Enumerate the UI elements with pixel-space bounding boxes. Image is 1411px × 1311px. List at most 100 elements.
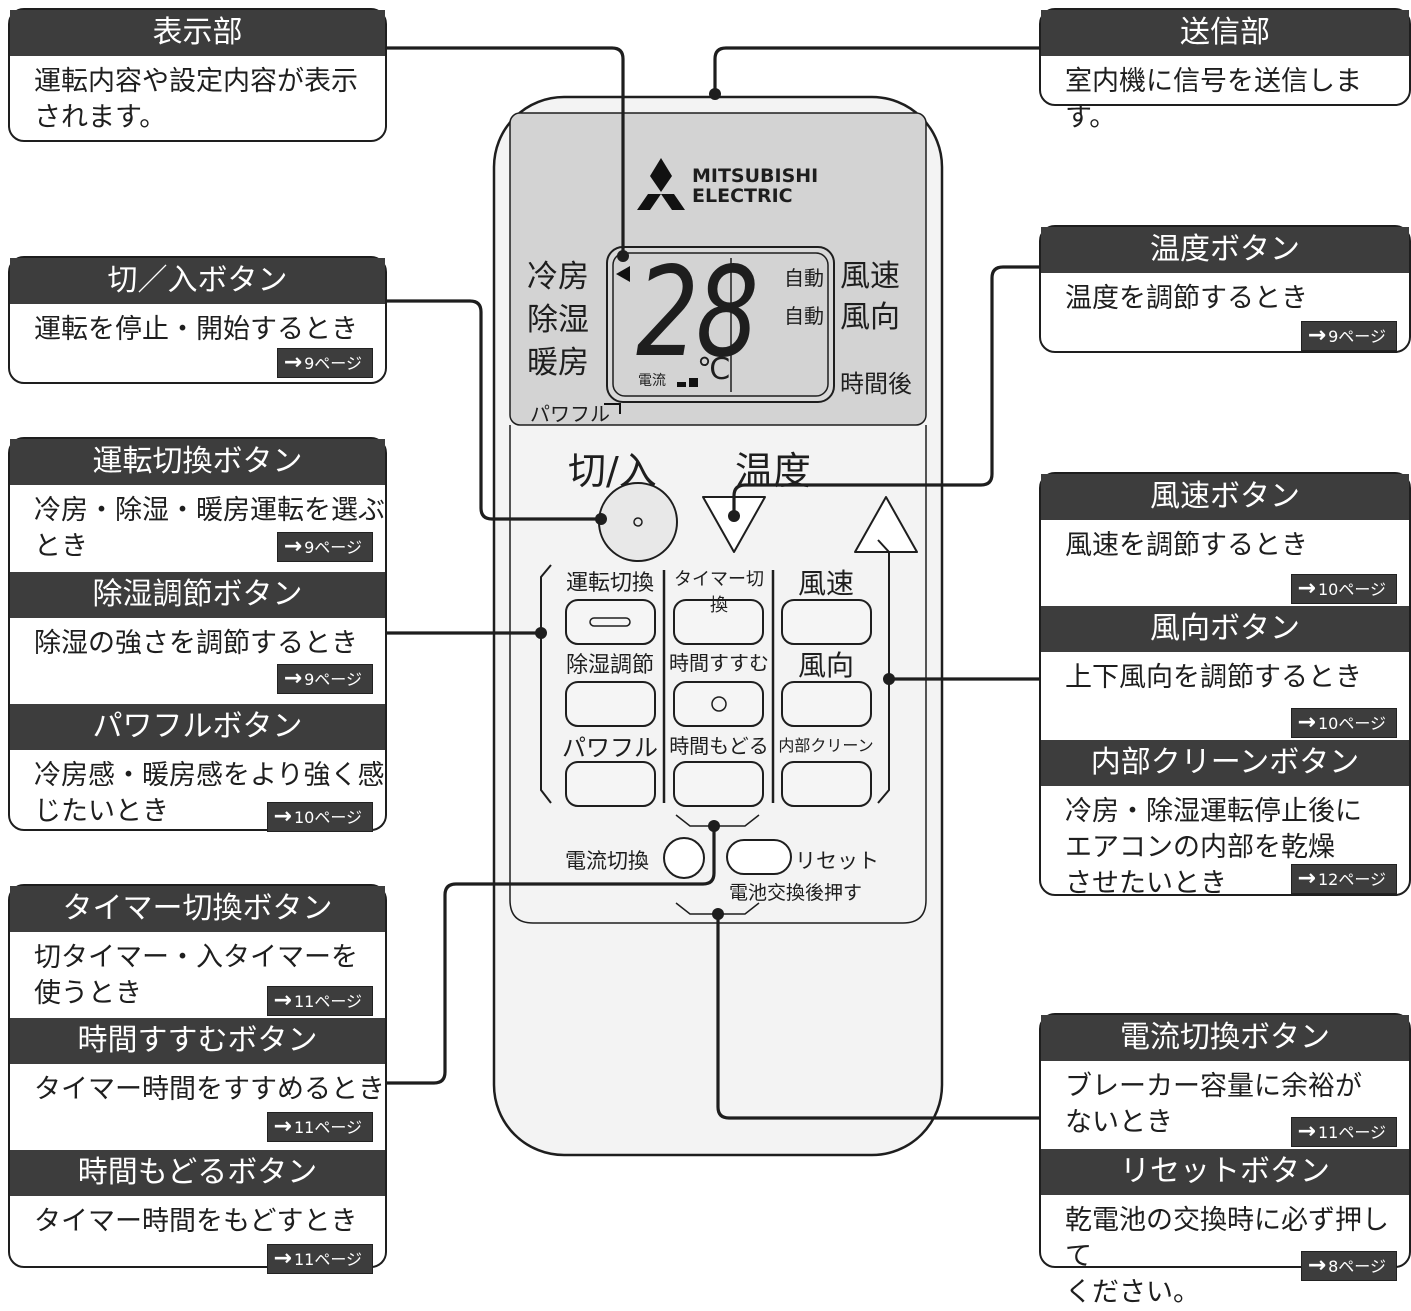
button-label: 内部クリーン bbox=[778, 736, 874, 755]
ondo-label: 温度 bbox=[735, 449, 812, 493]
page-ref-link[interactable]: 9ページ bbox=[276, 348, 373, 378]
callout-group-left-2: タイマー切換ボタン 切タイマー・入タイマーを 使うとき11ページ 時間すすむボタ… bbox=[8, 884, 387, 1274]
page-ref-link[interactable]: 11ページ bbox=[266, 1244, 373, 1274]
lcd-screen bbox=[612, 252, 829, 397]
page-ref-link[interactable]: 11ページ bbox=[1290, 1117, 1397, 1147]
button-label: 風向 bbox=[797, 649, 854, 682]
button-label: パワフル bbox=[562, 734, 658, 762]
callout-title: リセットボタン bbox=[1041, 1149, 1409, 1195]
callout-desc: 温度を調節するとき bbox=[1065, 283, 1308, 314]
page-ref-link[interactable]: 10ページ bbox=[1290, 708, 1397, 738]
jikan-modoru-button[interactable] bbox=[673, 761, 764, 807]
callout-desc: 風速を調節するとき bbox=[1065, 530, 1308, 561]
button-label: タイマー切換 bbox=[674, 569, 764, 616]
powerful-indicator bbox=[604, 403, 621, 414]
dash-icon bbox=[589, 617, 631, 627]
page-ref-link[interactable]: 9ページ bbox=[276, 532, 373, 562]
mitsubishi-logo-icon bbox=[637, 158, 685, 210]
onoff-dot-icon bbox=[633, 517, 643, 527]
callout-title: パワフルボタン bbox=[10, 704, 385, 750]
callout-desc: 冷房・除湿運転停止後に エアコンの内部を乾燥 させたいとき bbox=[1065, 796, 1362, 899]
reset-button[interactable] bbox=[726, 839, 792, 875]
timer-kirikae-button[interactable] bbox=[673, 599, 764, 645]
callout-kiri: 切／入ボタン 運転を停止・開始するとき9ページ bbox=[8, 256, 387, 384]
callout-title: 切／入ボタン bbox=[10, 258, 385, 304]
page-ref-link[interactable]: 12ページ bbox=[1290, 864, 1397, 894]
current-label: 電流 bbox=[638, 373, 666, 389]
callout-soushin: 送信部 室内機に信号を送信します。 bbox=[1039, 8, 1411, 133]
page-ref-link[interactable]: 10ページ bbox=[1290, 574, 1397, 604]
temp-up-button[interactable] bbox=[854, 496, 918, 553]
wind-labels: 風速風向 bbox=[840, 259, 900, 335]
auto-label: 自動 bbox=[784, 304, 824, 328]
callout-desc: 室内機に信号を送信します。 bbox=[1065, 66, 1362, 133]
callout-desc: 上下風向を調節するとき bbox=[1065, 662, 1362, 693]
callout-title: 運転切換ボタン bbox=[10, 439, 385, 485]
button-label: 運転切換 bbox=[565, 571, 654, 596]
powerful-button[interactable] bbox=[565, 761, 656, 807]
right-bracket bbox=[877, 539, 890, 804]
current-bar bbox=[677, 382, 686, 387]
page-ref-link[interactable]: 9ページ bbox=[1300, 321, 1397, 351]
callout-group-right-1: 風速ボタン 風速を調節するとき 10ページ 風向ボタン 上下風向を調節するとき 10… bbox=[1039, 472, 1411, 899]
callout-title: 除湿調節ボタン bbox=[10, 572, 385, 618]
callout-title: 送信部 bbox=[1041, 10, 1409, 56]
callout-desc: 冷房・除湿・暖房運転を選ぶ とき bbox=[34, 495, 385, 562]
auto-label: 自動 bbox=[784, 266, 824, 290]
page-ref-link[interactable]: 10ページ bbox=[266, 802, 373, 832]
powerful-label: パワフル bbox=[530, 402, 610, 426]
callout-title: 表示部 bbox=[10, 10, 385, 56]
temp-unit: ℃ bbox=[697, 352, 731, 387]
naibu-clean-button[interactable] bbox=[781, 761, 872, 807]
reset-label: リセット bbox=[795, 849, 879, 873]
callout-desc: 切タイマー・入タイマーを 使うとき bbox=[34, 942, 358, 1009]
callout-title: 内部クリーンボタン bbox=[1041, 740, 1409, 786]
current-bar bbox=[689, 378, 698, 387]
page-ref-link[interactable]: 11ページ bbox=[266, 986, 373, 1016]
callout-desc: 運転を停止・開始するとき bbox=[34, 314, 358, 345]
onoff-label: 切/入 bbox=[568, 449, 657, 493]
page-ref-link[interactable]: 11ページ bbox=[266, 1112, 373, 1142]
callout-title: 風速ボタン bbox=[1041, 474, 1409, 520]
page-ref-link[interactable]: 9ページ bbox=[276, 664, 373, 694]
callout-desc: 冷房感・暖房感をより強く感 じたいとき bbox=[34, 760, 385, 827]
remote-illustration bbox=[385, 46, 1040, 1157]
callout-desc: ブレーカー容量に余裕が ないとき bbox=[1065, 1071, 1362, 1138]
mode-indicator-icon bbox=[616, 266, 630, 282]
denryu-button[interactable] bbox=[663, 837, 705, 879]
left-bracket bbox=[540, 564, 552, 804]
callout-group-right-2: 電流切換ボタン ブレーカー容量に余裕が ないとき11ページ リセットボタン 乾電… bbox=[1039, 1013, 1411, 1308]
callout-desc: タイマー時間をすすめるとき bbox=[34, 1074, 385, 1105]
joshitsu-button[interactable] bbox=[565, 681, 656, 727]
callout-title: 時間すすむボタン bbox=[10, 1018, 385, 1064]
leader-lines bbox=[385, 46, 1040, 1120]
fuusoku-button[interactable] bbox=[781, 599, 872, 645]
mode-labels: 冷房除湿暖房 bbox=[527, 259, 589, 381]
button-label: 風速 bbox=[797, 567, 854, 600]
battery-label: 電池交換後押す bbox=[729, 882, 863, 904]
button-label: 時間すすむ bbox=[669, 651, 769, 675]
circle-icon bbox=[711, 696, 727, 712]
callout-title: 時間もどるボタン bbox=[10, 1150, 385, 1196]
unten-kirikae-button[interactable] bbox=[565, 599, 656, 645]
callout-title: 風向ボタン bbox=[1041, 606, 1409, 652]
callout-desc: タイマー時間をもどすとき bbox=[34, 1206, 358, 1237]
callout-desc: 除湿の強さを調節するとき bbox=[34, 628, 358, 659]
callout-hyouji: 表示部 運転内容や設定内容が表示 されます。 bbox=[8, 8, 387, 142]
callout-desc: 運転内容や設定内容が表示 されます。 bbox=[34, 66, 358, 133]
leader-dots bbox=[535, 88, 895, 920]
callout-group-left-1: 運転切換ボタン 冷房・除湿・暖房運転を選ぶ とき9ページ 除湿調節ボタン 除湿の… bbox=[8, 437, 387, 832]
jikan-susumu-button[interactable] bbox=[673, 681, 764, 727]
callout-title: 温度ボタン bbox=[1041, 227, 1409, 273]
after-hours-label: 時間後 bbox=[840, 370, 912, 398]
denryu-label: 電流切換 bbox=[565, 849, 649, 873]
callout-title: タイマー切換ボタン bbox=[10, 886, 385, 932]
fuukou-button[interactable] bbox=[781, 681, 872, 727]
page-ref-link[interactable]: 8ページ bbox=[1300, 1251, 1397, 1281]
button-label: 時間もどる bbox=[669, 734, 769, 758]
callout-desc: 乾電池の交換時に必ず押して ください。 bbox=[1065, 1205, 1389, 1308]
callout-ondo: 温度ボタン 温度を調節するとき 9ページ bbox=[1039, 225, 1411, 353]
callout-title: 電流切換ボタン bbox=[1041, 1015, 1409, 1061]
button-label: 除湿調節 bbox=[565, 653, 654, 678]
